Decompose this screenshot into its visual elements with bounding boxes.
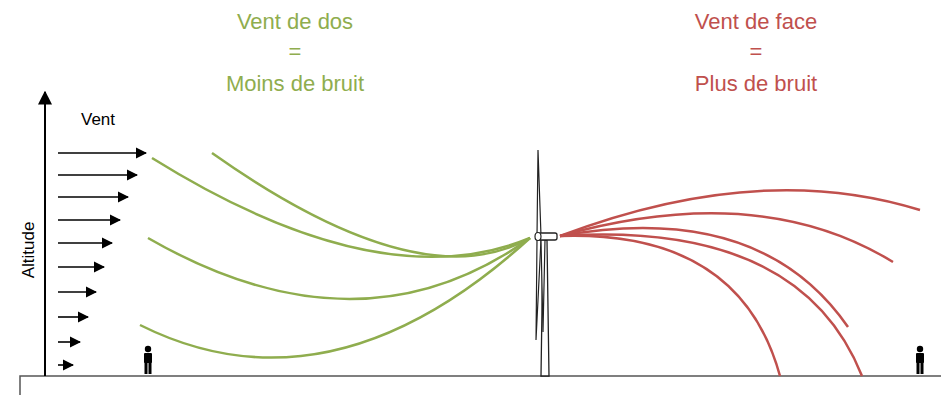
- upwind-sound-rays: [560, 190, 920, 376]
- altitude-axis: [44, 92, 46, 376]
- downwind-sound-rays: [140, 153, 530, 358]
- wind-turbine: [535, 150, 557, 376]
- equals-sign: =: [289, 40, 302, 64]
- equals-sign: =: [750, 40, 763, 64]
- ground: [20, 376, 941, 395]
- person-figures: [144, 346, 924, 374]
- axis-label: Altitude: [20, 222, 39, 279]
- heading-quieter: Moins de bruit: [226, 72, 364, 96]
- heading-louder: Plus de bruit: [695, 72, 817, 96]
- wind-profile: [58, 153, 146, 365]
- heading-downwind: Vent de dos: [237, 10, 353, 34]
- heading-upwind: Vent de face: [695, 10, 817, 34]
- wind-label: Vent: [81, 111, 115, 130]
